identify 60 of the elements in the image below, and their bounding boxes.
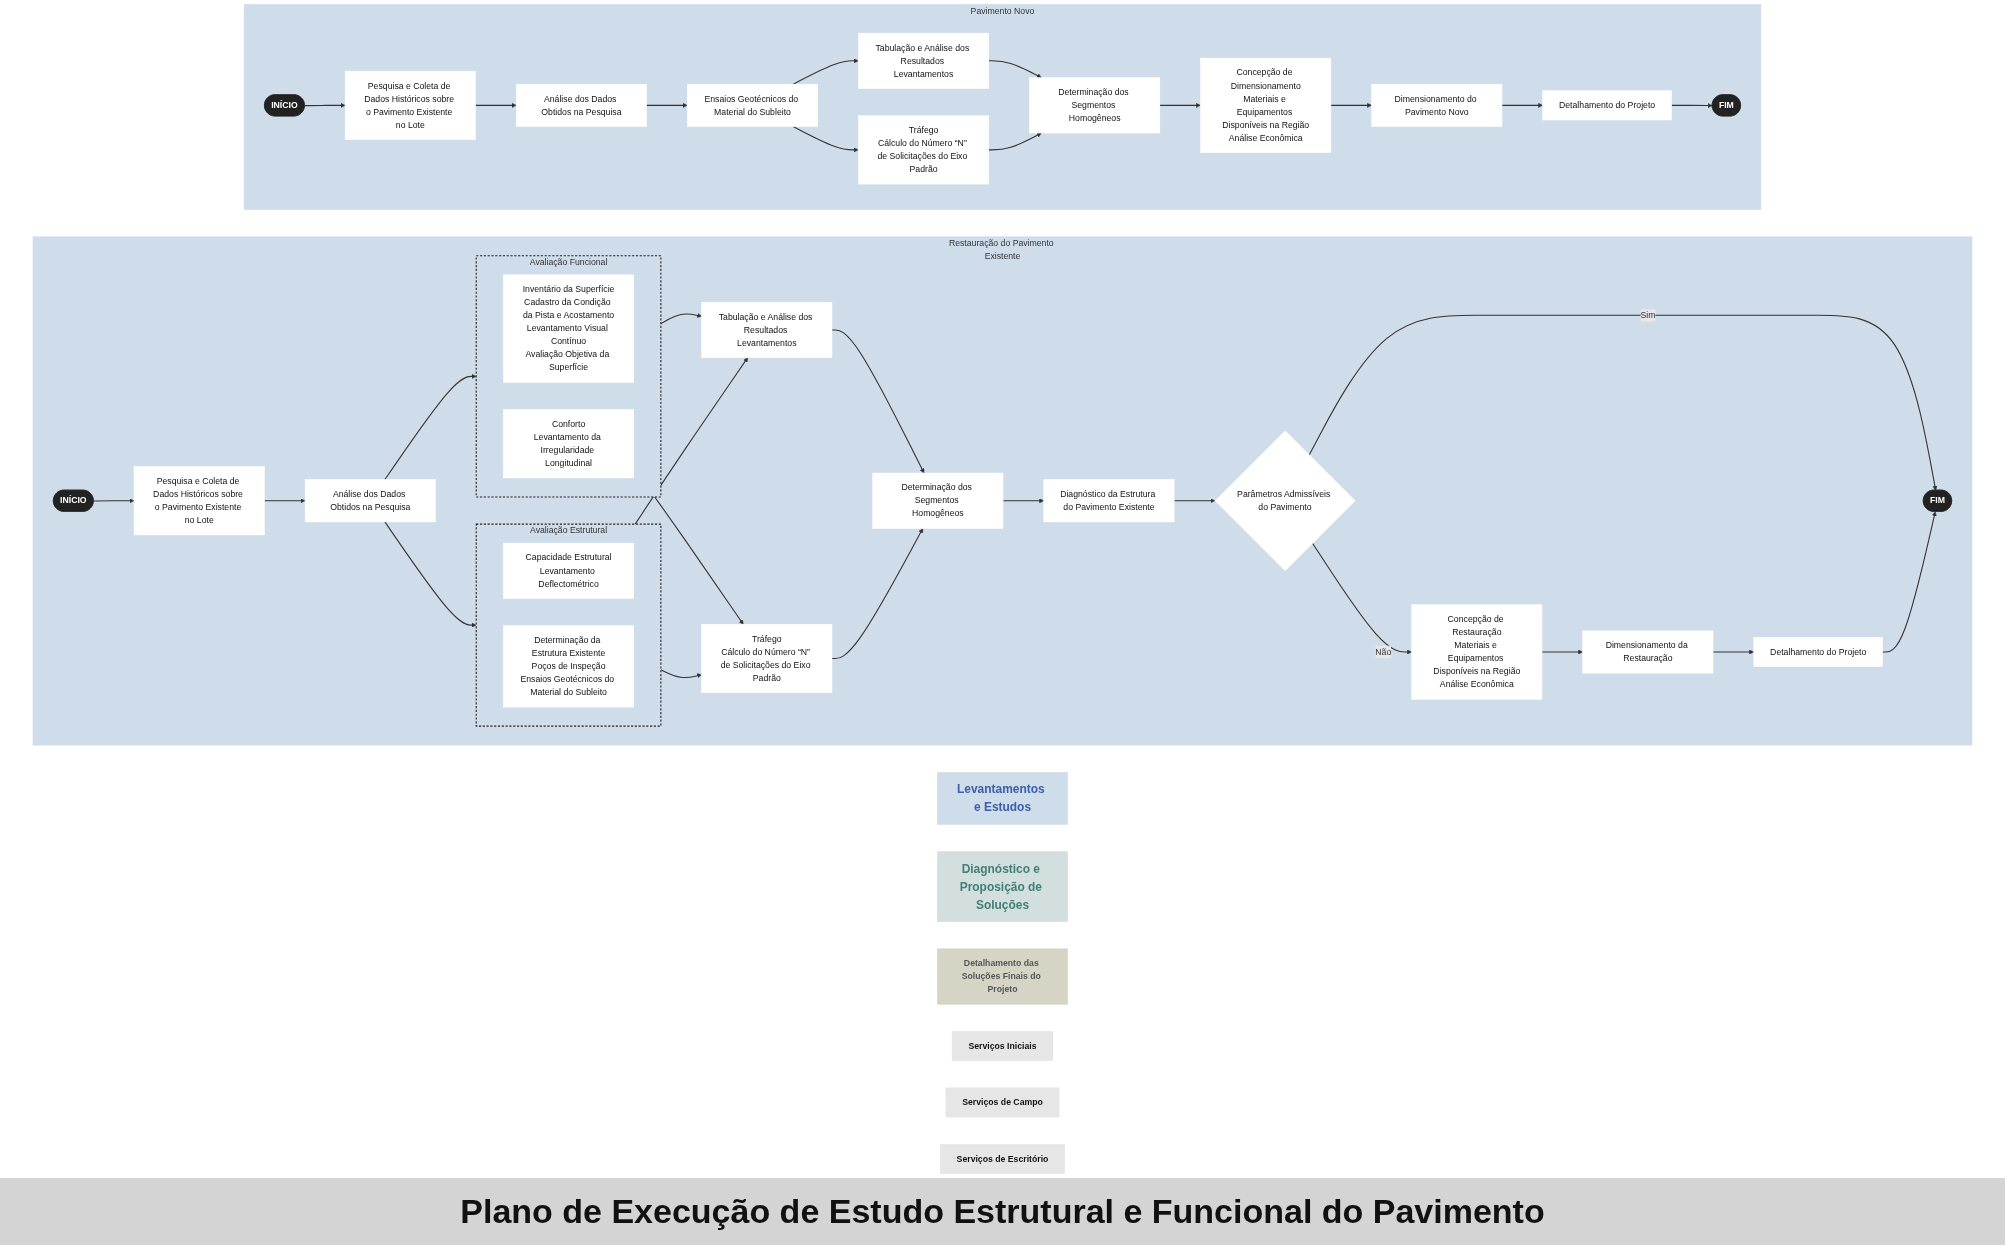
node-box: Análise dos Dados Obtidos na Pesquisa [515,83,647,127]
arrow [93,498,135,504]
arrow [1173,498,1216,504]
node-box: Detalhamento do Projeto [1542,90,1672,121]
node-box: Análise dos Dados Obtidos na Pesquisa [304,479,436,523]
node-box: Tráfego Cálculo do Número “N” de Solicitações do Eixo Padrão [701,624,833,693]
arrow [792,58,859,85]
arrow [988,132,1042,151]
node-box: Tabulação e Análise dos Resultados Levantamentos [701,301,833,358]
node-box: Detalhamento das Soluções Finais do Projeto [937,948,1068,1005]
node-box: Pesquisa e Coleta de Dados Históricos sobre o Pavimento Existente no Lote [133,466,265,536]
node-box: Determinação da Estrutura Existente Poços de Inspeção Ensaios Geotécnicos do Material do Subleito [503,625,634,708]
node-box: Serviços de Escritório [940,1144,1065,1174]
arrow [474,102,517,108]
node-box: Pesquisa e Coleta de Dados Históricos sobre o Pavimento Existente no Lote [344,70,476,140]
node-box: Tráfego Cálculo do Número “N” de Solicitações do Eixo Padrão [858,115,989,185]
arrow [1308,314,1938,491]
arrow [1712,649,1755,655]
arrow [1541,649,1583,655]
node-box: Diagnóstico da Estrutura do Pavimento Existente [1043,479,1175,523]
diagram-title: Plano de Execução de Estudo Estrutural e Funcional do Pavimento [0,1178,2005,1245]
node-box: Ensaios Geotécnicos do Material do Subleito [687,83,818,127]
arrow [654,496,744,625]
node-box: Conforto Levantamento da Irregularidade Longitudinal [503,409,634,479]
arrow [1159,102,1201,108]
node-box: Capacidade Estrutural Levantamento Deflectométrico [503,542,634,599]
node-box: Levantamentos e Estudos [937,772,1068,825]
arrow [384,374,477,481]
arrow [304,102,346,108]
node-box: Concepção de Dimensionamento Materiais e Equipamentos Disponíveis na Região Análise Econômica [1200,57,1332,153]
node-box: Serviços Iniciais [951,1031,1054,1061]
edge-label: Sim [1640,310,1656,320]
arrow [660,313,702,325]
arrow [831,528,924,660]
node-box: Concepção de Restauração Materiais e Equipamentos Disponíveis na Região Análise Econômica [1411,604,1543,700]
arrow [646,102,688,108]
arrow [660,669,702,679]
node-box: Diagnóstico e Proposição de Soluções [937,851,1068,922]
arrow [634,357,748,525]
arrow [1312,542,1412,655]
edge-label: Não [1375,647,1392,657]
arrow [1002,498,1044,504]
node-box: Determinação dos Segmentos Homogêneos [1029,77,1161,134]
arrow [988,60,1042,78]
node-box: Determinação dos Segmentos Homogêneos [872,472,1004,529]
arrow [831,329,925,474]
node-box: Serviços de Campo [945,1087,1060,1118]
arrow [263,498,306,504]
node-diamond: Parâmetros Admissíveis do Pavimento [1214,430,1356,572]
arrow [1881,511,1937,653]
node-box: Dimensionamento da Restauração [1582,630,1714,674]
arrow [792,126,859,153]
node-box: Dimensionamento do Pavimento Novo [1371,83,1503,127]
node-box: Inventário da Superfície Cadastro da Condição da Pista e Acostamento Levantamento Visual Contínuo Avaliação Objetiva da Superfície [503,274,634,383]
node-box: Tabulação e Análise dos Resultados Levantamentos [858,32,989,89]
arrow [1330,102,1372,108]
arrow [1670,103,1713,108]
arrow [1501,102,1543,108]
node-box: Detalhamento do Projeto [1753,637,1883,667]
arrow [384,521,477,628]
